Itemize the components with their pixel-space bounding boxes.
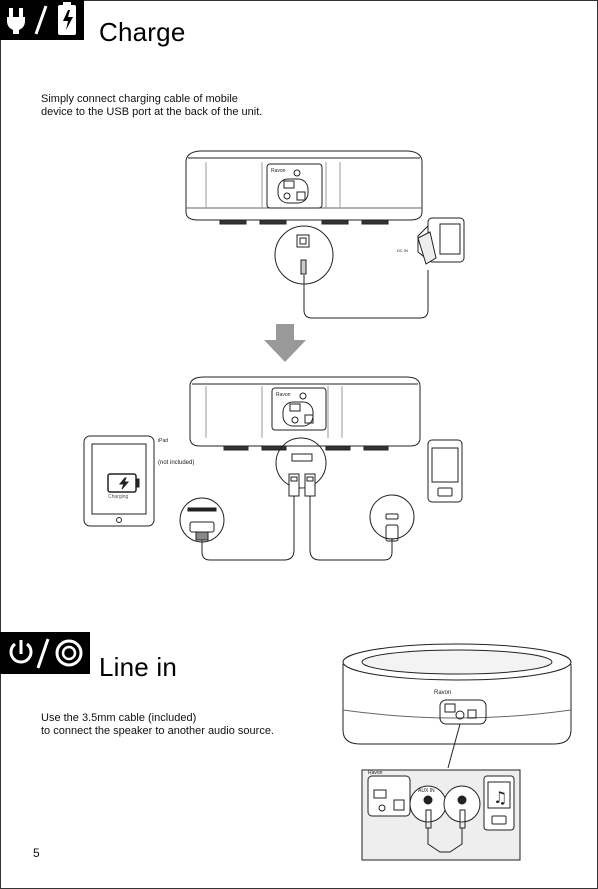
linein-icons [9,638,83,669]
charge-icon-box [0,0,84,40]
speaker-top-diagram: Ravon DC IN [185,150,465,362]
power-icon [9,640,33,664]
battery-bolt-icon [58,2,76,35]
charge-icons [7,2,76,35]
page-number: 5 [33,846,40,860]
plug-icon [7,8,25,34]
target-icon [55,639,83,667]
linein-desc-line-2: to connect the speaker to another audio … [41,725,274,737]
charging-text: Charging [108,494,129,500]
linein-icon-box [0,632,90,674]
charge-desc-line-1: Simply connect charging cable of mobile [41,93,238,105]
aux-label: AUX IN [418,788,435,794]
brand-label-top: Ravon [271,168,286,174]
brand-label-zoom: Ravon [368,770,383,776]
arrow-down-icon [264,324,306,362]
slash-divider [34,5,48,35]
charge-desc-line-2: device to the USB port at the back of th… [41,106,263,118]
speaker-charging-diagram: iPad (not included) Charging Ravon [83,376,463,561]
music-note-icon: ♫ [493,788,507,807]
linein-description: Use the 3.5mm cable (included) to connec… [41,712,274,738]
slash-divider [36,638,50,669]
linein-title: Line in [99,652,178,682]
ipad-label: iPad [158,438,168,444]
brand-label-bottom: Ravon [276,392,291,398]
charge-description: Simply connect charging cable of mobile … [41,93,262,119]
brand-label-linein: Ravon [434,690,451,696]
charge-title: Charge [99,17,186,47]
outlet-label: DC IN [397,248,408,253]
linein-speaker-diagram: Ravon Ravon AUX IN ♫ [342,643,572,861]
linein-desc-line-1: Use the 3.5mm cable (included) [41,712,197,724]
ipad-note: (not included) [158,460,194,466]
